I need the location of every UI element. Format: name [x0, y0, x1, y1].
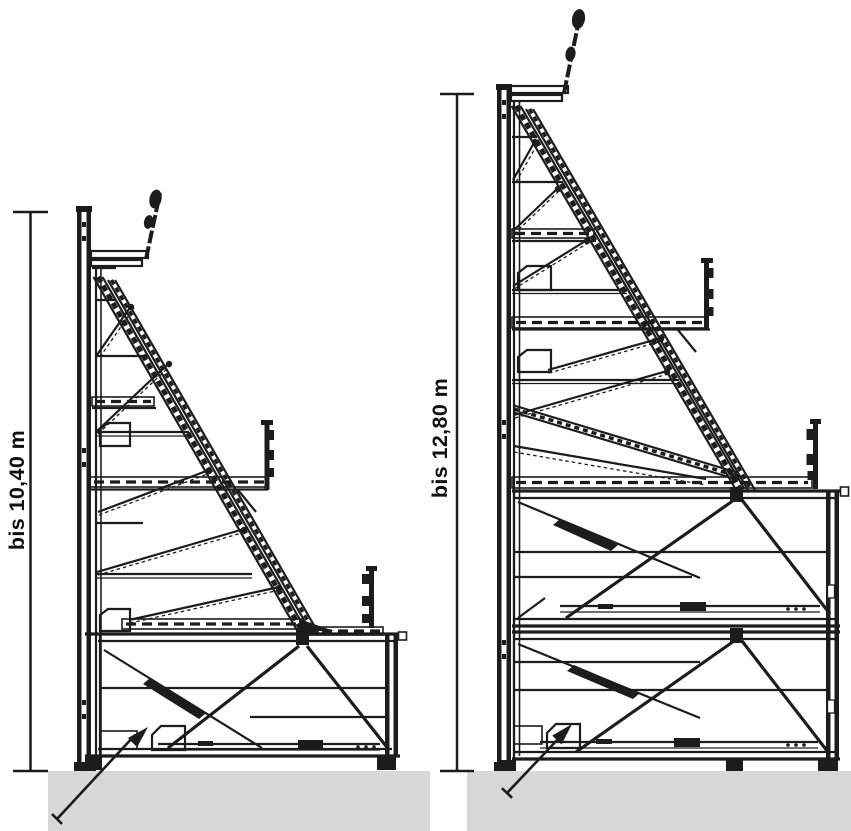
foot-right	[377, 757, 396, 770]
dimension-label-left: bis 10,40 m	[5, 430, 29, 550]
middle-platform-left	[89, 420, 274, 513]
guardrail-post-middle-left	[261, 420, 274, 490]
horizontal-ties-right	[512, 135, 679, 385]
base-frame-lower-right	[498, 628, 840, 771]
formwork-unit-large	[494, 9, 850, 799]
mini-deck-right	[511, 228, 596, 243]
inclined-girder-left	[92, 275, 320, 635]
fan-braces-left	[96, 303, 283, 624]
dimension-label-right: bis 12,80 m	[428, 378, 452, 498]
ground-left	[48, 771, 430, 831]
inclined-girder-right	[510, 104, 756, 491]
foot-center	[726, 760, 743, 771]
dimension-line-right: bis 12,80 m	[428, 92, 474, 773]
foot-left	[498, 760, 516, 771]
fan-braces-right	[512, 138, 741, 486]
guardrail-post-middle-right	[701, 258, 714, 330]
guardrail-post-deck-right	[806, 419, 821, 489]
middle-platform-right	[511, 258, 714, 353]
lower-platform-left	[121, 566, 384, 636]
top-platform-left	[89, 189, 162, 268]
anchor-arrow-left	[51, 727, 148, 825]
lower-deck-right	[511, 419, 821, 489]
foot-right	[818, 760, 838, 771]
guardrail-post-lower-left	[362, 566, 377, 628]
base-frame-upper-right	[512, 486, 850, 770]
top-platform-right	[509, 9, 586, 103]
ground-right	[467, 771, 851, 831]
horizontal-ties-left	[96, 298, 252, 579]
dimension-line-left: bis 10,40 m	[5, 210, 48, 773]
formwork-unit-small	[51, 189, 408, 825]
base-frame-left	[85, 630, 408, 770]
foot-left	[85, 757, 102, 770]
ground	[48, 771, 851, 831]
anchor-brackets-right	[516, 264, 553, 374]
anchor-brackets-left	[98, 421, 132, 633]
anchor-arrow-right	[501, 724, 572, 799]
